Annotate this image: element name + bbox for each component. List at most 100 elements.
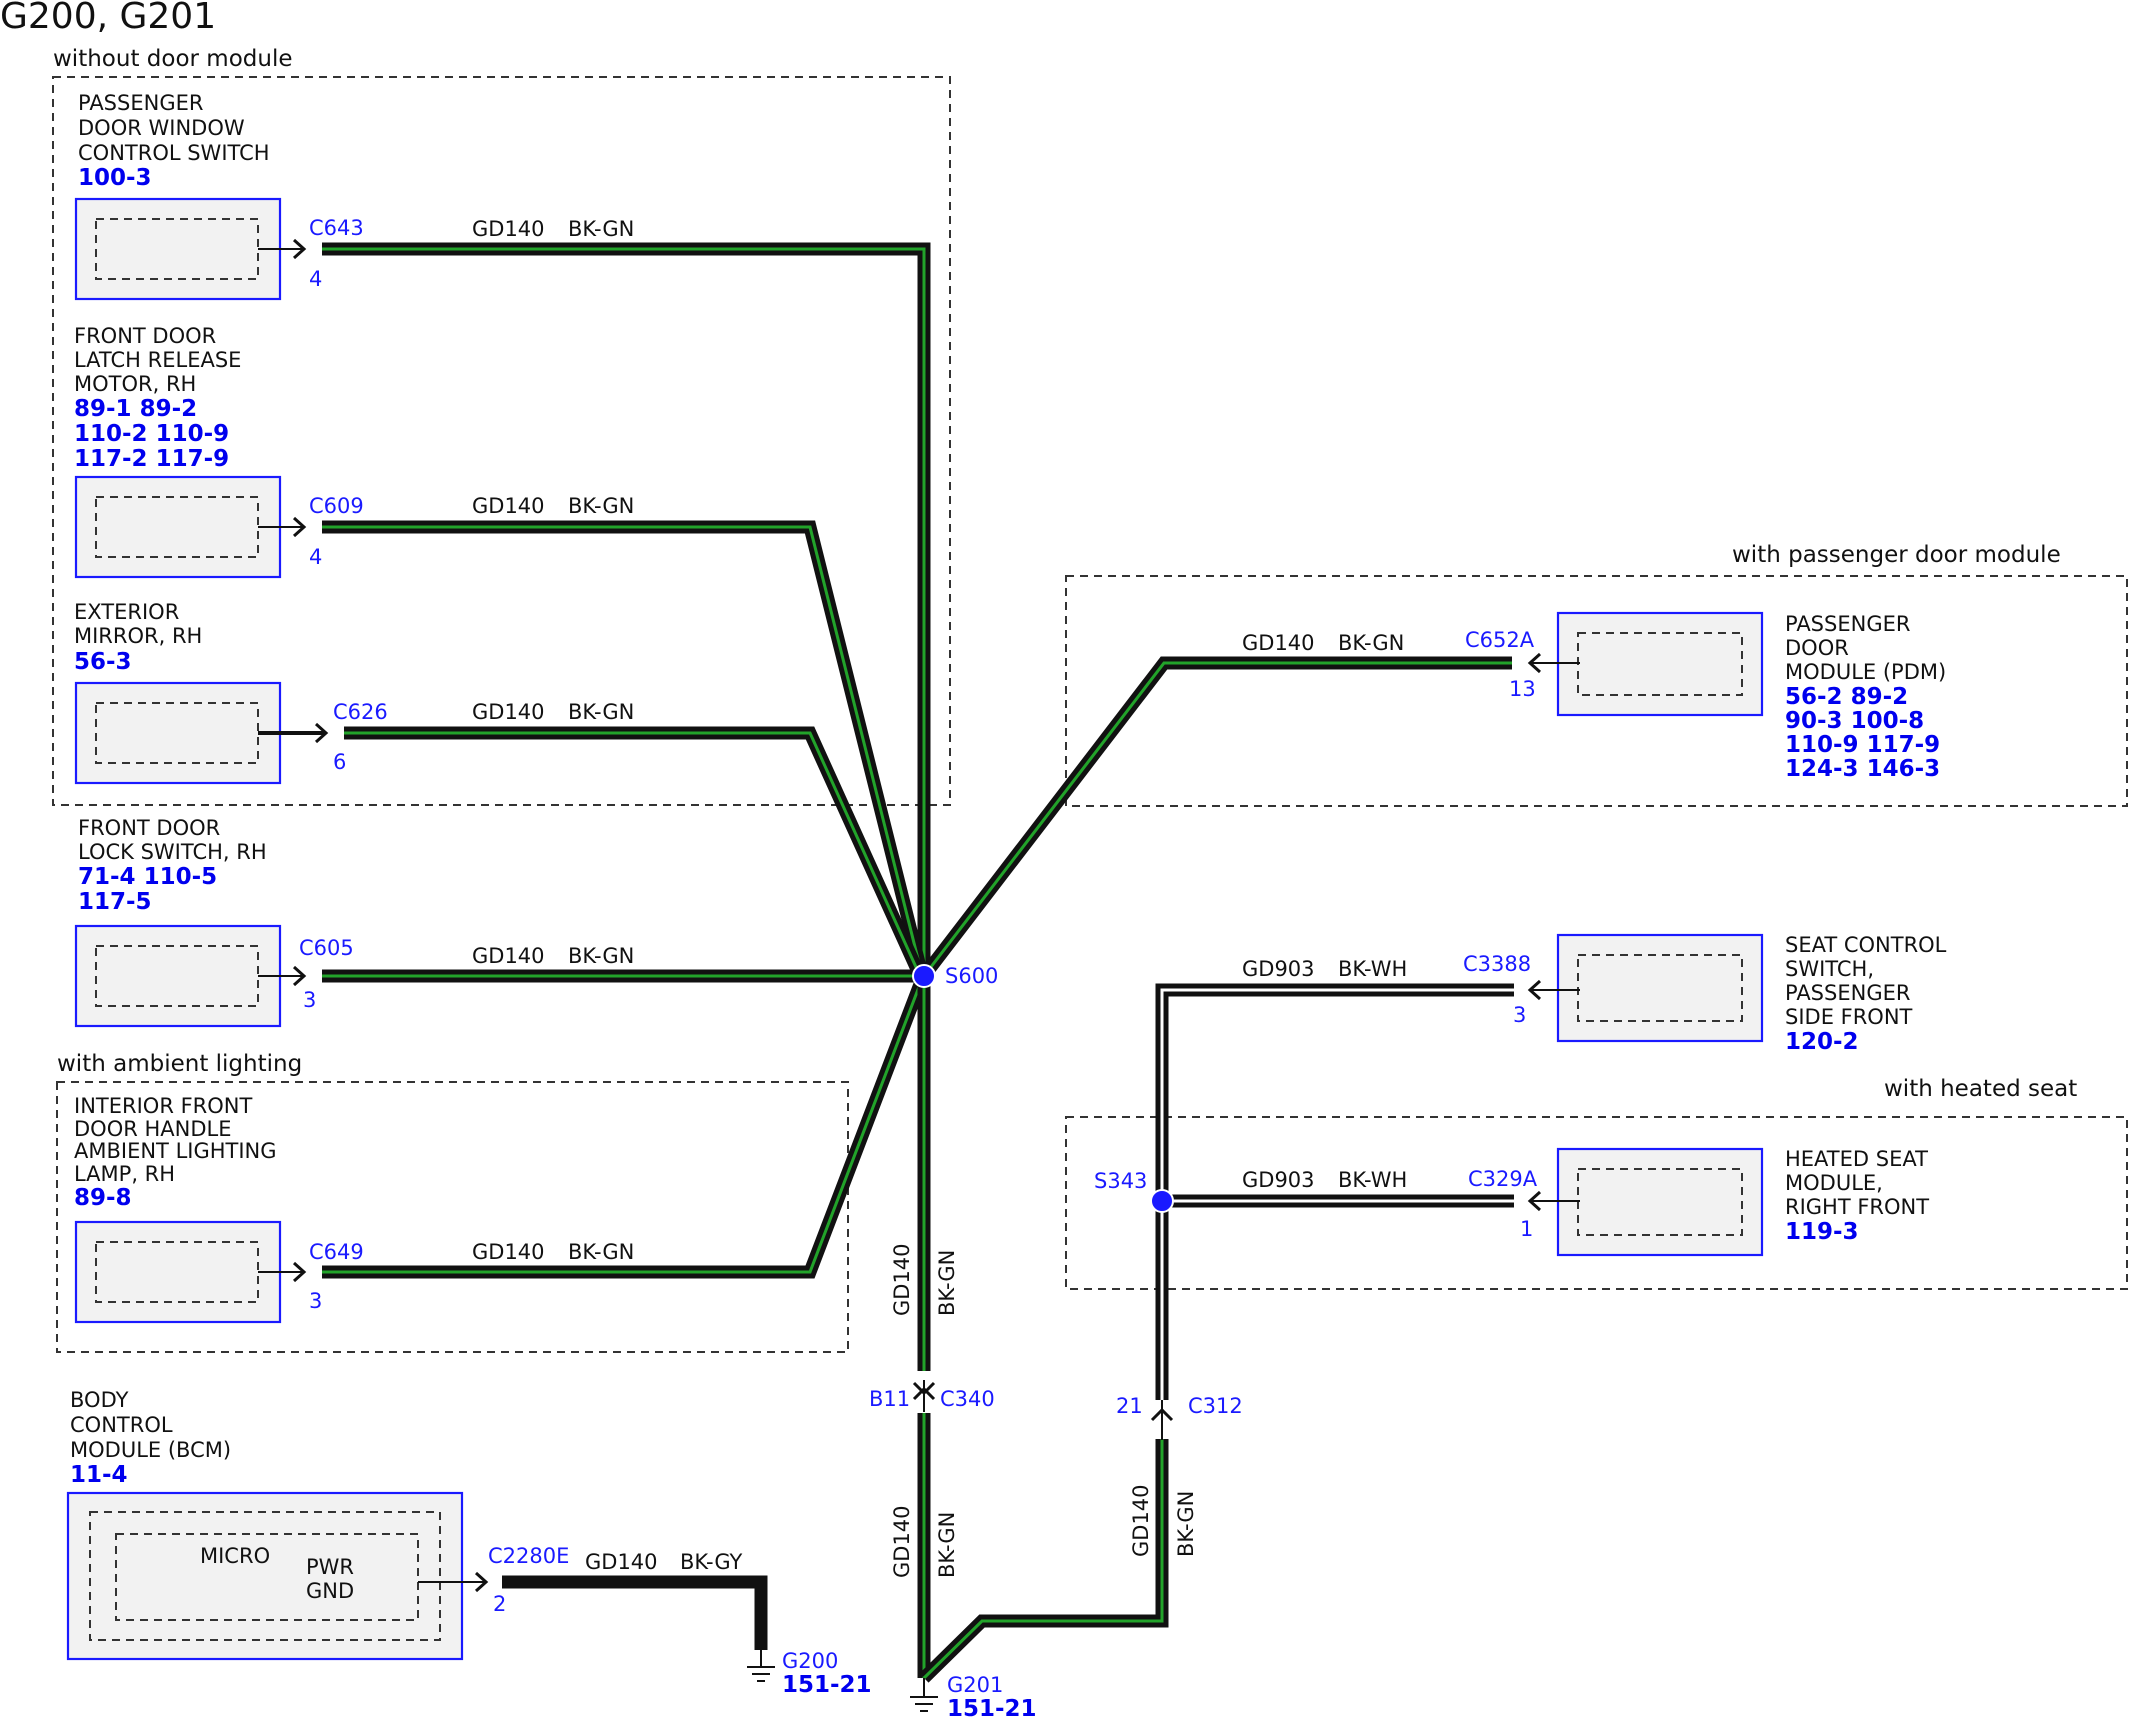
svg-text:GND: GND (306, 1579, 354, 1603)
svg-text:100-3: 100-3 (78, 165, 152, 191)
svg-text:BK-GN: BK-GN (935, 1512, 959, 1578)
ground-g200: G200 151-21 (747, 1649, 872, 1698)
svg-text:SWITCH,: SWITCH, (1785, 957, 1874, 981)
svg-text:GD140: GD140 (890, 1243, 914, 1316)
svg-text:C2280E: C2280E (488, 1544, 569, 1568)
svg-text:BK-WH: BK-WH (1338, 1168, 1407, 1192)
wire-gd140-c609 (322, 520, 929, 977)
svg-text:BK-GN: BK-GN (568, 494, 634, 518)
component-heated-seat-module: HEATED SEAT MODULE, RIGHT FRONT 119-3 (1556, 1147, 1929, 1257)
zone-label-with-passenger-door-module: with passenger door module (1732, 542, 2061, 568)
svg-text:BK-WH: BK-WH (1338, 957, 1407, 981)
svg-text:CONTROL SWITCH: CONTROL SWITCH (78, 141, 270, 165)
svg-text:GD140: GD140 (1242, 631, 1315, 655)
svg-text:C329A: C329A (1468, 1167, 1538, 1191)
connector-c2280e: C2280E 2 (418, 1544, 569, 1616)
svg-text:71-4 110-5: 71-4 110-5 (78, 864, 217, 890)
wire-label-vertical-lower: GD140 BK-GN (890, 1505, 959, 1578)
svg-text:1: 1 (1520, 1217, 1533, 1241)
svg-text:S600: S600 (945, 964, 998, 988)
svg-text:124-3 146-3: 124-3 146-3 (1785, 756, 1940, 782)
wire-gd903-c3388 (1155, 983, 1514, 1400)
component-body-control-module: BODY CONTROL MODULE (BCM) 11-4 MICRO PWR… (66, 1388, 464, 1661)
svg-text:DOOR WINDOW: DOOR WINDOW (78, 116, 245, 140)
svg-text:RIGHT FRONT: RIGHT FRONT (1785, 1195, 1929, 1219)
svg-text:DOOR HANDLE: DOOR HANDLE (74, 1117, 232, 1141)
svg-text:11-4: 11-4 (70, 1462, 128, 1488)
wire-label-c605: GD140 BK-GN (472, 944, 634, 968)
wire-label-c626: GD140 BK-GN (472, 700, 634, 724)
svg-text:AMBIENT LIGHTING: AMBIENT LIGHTING (74, 1139, 277, 1163)
wire-gd140-c649 (322, 976, 929, 1279)
zone-with-ambient-lighting (56, 1081, 849, 1353)
wire-label-vertical-c312: GD140 BK-GN (1129, 1484, 1198, 1557)
wire-gd140-c643 (322, 242, 931, 978)
splice-s343: S343 (1094, 1169, 1174, 1213)
component-seat-control-switch: SEAT CONTROL SWITCH, PASSENGER SIDE FRON… (1556, 933, 1947, 1055)
connector-c312: 21 C312 (1116, 1394, 1243, 1440)
wire-gd140-c312-g201 (919, 1439, 1169, 1683)
svg-text:117-2 117-9: 117-2 117-9 (74, 446, 229, 472)
svg-text:MODULE (BCM): MODULE (BCM) (70, 1438, 231, 1462)
svg-text:4: 4 (309, 267, 322, 291)
connector-c3388: C3388 3 (1463, 952, 1580, 1027)
svg-text:C609: C609 (309, 494, 364, 518)
svg-text:BK-GN: BK-GN (1338, 631, 1404, 655)
svg-text:MODULE (PDM): MODULE (PDM) (1785, 660, 1946, 684)
svg-text:GD140: GD140 (472, 217, 545, 241)
wire-gd140-c626 (344, 726, 926, 979)
svg-text:3: 3 (1513, 1003, 1526, 1027)
zone-with-heated-seat (1065, 1116, 2128, 1290)
svg-text:DOOR: DOOR (1785, 636, 1849, 660)
svg-text:56-3: 56-3 (74, 649, 132, 675)
svg-text:6: 6 (333, 750, 346, 774)
svg-text:G201: G201 (947, 1673, 1003, 1697)
connector-c340: B11 C340 (869, 1380, 995, 1412)
svg-text:GD140: GD140 (472, 1240, 545, 1264)
zone-with-passenger-door-module (1065, 575, 2128, 807)
svg-text:C643: C643 (309, 216, 364, 240)
svg-text:MOTOR, RH: MOTOR, RH (74, 372, 196, 396)
zone-label-with-ambient-lighting: with ambient lighting (57, 1051, 302, 1077)
svg-text:119-3: 119-3 (1785, 1219, 1859, 1245)
svg-text:PASSENGER: PASSENGER (1785, 981, 1910, 1005)
svg-text:C626: C626 (333, 700, 388, 724)
connector-c605: C605 3 (258, 936, 354, 1012)
svg-text:GD903: GD903 (1242, 1168, 1315, 1192)
svg-text:89-1 89-2: 89-1 89-2 (74, 396, 197, 422)
svg-text:110-2 110-9: 110-2 110-9 (74, 421, 229, 447)
svg-text:LOCK SWITCH, RH: LOCK SWITCH, RH (78, 840, 267, 864)
connector-c609: C609 4 (258, 494, 364, 569)
component-exterior-mirror: EXTERIOR MIRROR, RH 56-3 (74, 600, 282, 785)
wire-gd140-c652a (918, 656, 1512, 980)
svg-text:G200: G200 (782, 1649, 838, 1673)
svg-text:INTERIOR FRONT: INTERIOR FRONT (74, 1094, 252, 1118)
svg-text:C3388: C3388 (1463, 952, 1531, 976)
svg-text:C312: C312 (1188, 1394, 1243, 1418)
wire-gd140-bkgy-g200 (502, 1575, 768, 1650)
svg-text:BK-GY: BK-GY (680, 1550, 743, 1574)
wire-label-c652a: GD140 BK-GN (1242, 631, 1404, 655)
wire-label-c3388: GD903 BK-WH (1242, 957, 1407, 981)
component-passenger-door-module: PASSENGER DOOR MODULE (PDM) 56-2 89-2 90… (1556, 611, 1946, 782)
svg-text:SEAT CONTROL: SEAT CONTROL (1785, 933, 1947, 957)
svg-text:BK-GN: BK-GN (935, 1250, 959, 1316)
svg-text:FRONT DOOR: FRONT DOOR (78, 816, 220, 840)
svg-text:LATCH RELEASE: LATCH RELEASE (74, 348, 241, 372)
svg-text:4: 4 (309, 545, 322, 569)
svg-text:GD140: GD140 (472, 700, 545, 724)
zone-label-with-heated-seat: with heated seat (1884, 1076, 2077, 1102)
svg-text:BODY: BODY (70, 1388, 129, 1412)
svg-text:B11: B11 (869, 1387, 910, 1411)
svg-text:110-9 117-9: 110-9 117-9 (1785, 732, 1940, 758)
svg-text:56-2 89-2: 56-2 89-2 (1785, 684, 1908, 710)
wire-label-c643: GD140 BK-GN (472, 217, 634, 241)
svg-text:FRONT DOOR: FRONT DOOR (74, 324, 216, 348)
svg-text:MIRROR, RH: MIRROR, RH (74, 624, 202, 648)
svg-text:PWR: PWR (306, 1555, 354, 1579)
svg-text:151-21: 151-21 (782, 1672, 872, 1698)
svg-text:BK-GN: BK-GN (568, 700, 634, 724)
component-passenger-door-window-control-switch: PASSENGER DOOR WINDOW CONTROL SWITCH 100… (74, 91, 282, 301)
svg-text:EXTERIOR: EXTERIOR (74, 600, 179, 624)
